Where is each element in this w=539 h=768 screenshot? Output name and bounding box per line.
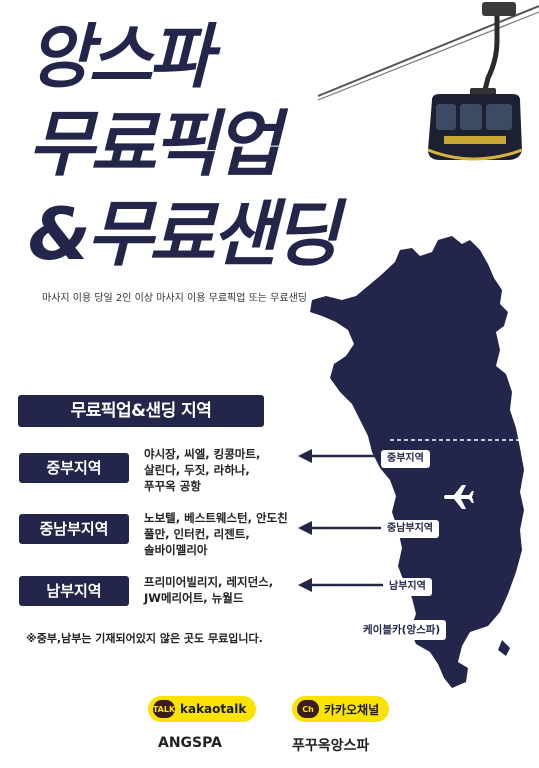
pointer-arrows — [298, 449, 388, 592]
zone-place-line: 풀만, 인터컨, 리젠트, — [144, 527, 250, 541]
zone-label-south: 남부지역 — [19, 576, 129, 606]
zone-places-south-central: 노보텔, 베스트웨스턴, 안도친 풀만, 인터컨, 리젠트, 솔바이멜리아 — [144, 510, 319, 558]
footnote: ※중부,남부는 기재되어있지 않은 곳도 무료입니다. — [26, 632, 263, 645]
cable-car-icon — [317, 2, 539, 161]
headline-line-3: &무료샌딩 — [28, 192, 340, 276]
kakao-channel-badge[interactable]: Ch 카카오채널 — [292, 696, 390, 722]
kakaotalk-label: kakaotalk — [180, 702, 247, 716]
kakaotalk-id: ANGSPA — [158, 735, 222, 751]
zone-label-central: 중부지역 — [19, 453, 129, 483]
map-tag-south-central: 중남부지역 — [381, 520, 439, 538]
zone-places-south: 프리미어빌리지, 레지던스, JW메리어트, 뉴월드 — [144, 574, 319, 606]
zone-places-central: 야시장, 씨엘, 킹콩마트, 살린다, 두짓, 라하나, 푸꾸옥 공항 — [144, 446, 319, 494]
map-tag-cable-car: 케이블카(앙스파) — [357, 620, 447, 640]
zone-place-line: 솔바이멜리아 — [144, 543, 208, 557]
kakaotalk-badge[interactable]: TALK kakaotalk — [148, 696, 257, 722]
map-tag-south: 남부지역 — [383, 578, 432, 596]
zone-label-south-central: 중남부지역 — [19, 514, 129, 544]
zone-place-line: 프리미어빌리지, 레지던스, — [144, 575, 274, 589]
zone-place-line: JW메리어트, 뉴월드 — [144, 591, 244, 605]
map-tag-central: 중부지역 — [381, 450, 430, 468]
kakaotalk-icon: TALK — [153, 700, 175, 718]
headline-line-2: 무료픽업 — [28, 102, 281, 186]
zone-place-line: 노보텔, 베스트웨스턴, 안도친 — [144, 511, 288, 525]
headline-line-1: 앙스파 — [28, 16, 213, 98]
kakao-channel-id: 푸꾸옥앙스파 — [292, 738, 370, 754]
airplane-icon — [444, 485, 474, 509]
section-title: 무료픽업&샌딩 지역 — [18, 395, 264, 427]
kakao-channel-icon: Ch — [297, 700, 319, 718]
zone-place-line: 야시장, 씨엘, 킹콩마트, — [144, 447, 261, 461]
subtitle: 마사지 이용 당일 2인 이상 마사지 이용 무료픽업 또는 무료샌딩 — [42, 293, 307, 304]
zone-place-line: 푸꾸옥 공항 — [144, 479, 201, 493]
kakao-channel-label: 카카오채널 — [324, 702, 380, 717]
zone-place-line: 살린다, 두짓, 라하나, — [144, 463, 250, 477]
